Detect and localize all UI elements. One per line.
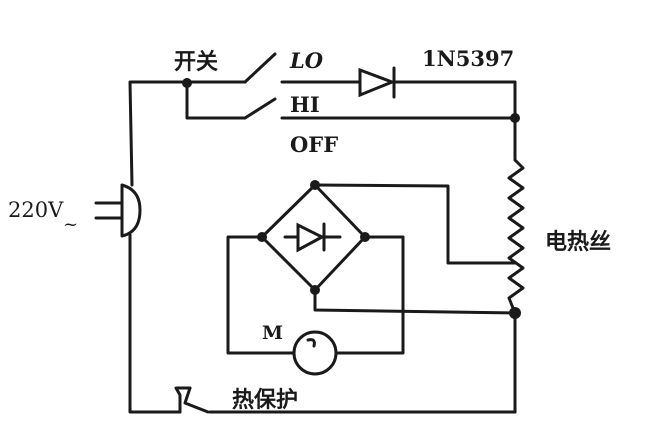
heater-resistor-icon bbox=[507, 158, 525, 315]
thermal-switch-icon bbox=[174, 386, 210, 414]
wire-bridge-bottom bbox=[313, 288, 517, 315]
diode-model-label: 1N5397 bbox=[422, 46, 515, 71]
switch-label: 开关 bbox=[174, 50, 219, 75]
voltage-label: 220V bbox=[8, 198, 64, 222]
junction-dot bbox=[509, 307, 521, 319]
wire-bridge-top bbox=[313, 183, 517, 265]
plug-icon bbox=[94, 183, 142, 238]
motor-label: M bbox=[262, 322, 284, 344]
switch-blade-hi bbox=[243, 97, 277, 120]
motor-icon bbox=[292, 330, 338, 376]
bridge-diode-icon bbox=[283, 222, 342, 253]
ac-symbol: ~ bbox=[63, 214, 79, 235]
thermal-protector-label: 热保护 bbox=[232, 388, 299, 413]
wire-left-bottom bbox=[128, 233, 182, 414]
junction-dot bbox=[510, 113, 520, 123]
heater-label: 电热丝 bbox=[545, 230, 612, 255]
wire-hi-branch bbox=[185, 81, 247, 120]
wire-left-top bbox=[128, 80, 247, 187]
switch-blade-lo bbox=[243, 52, 277, 84]
off-label: OFF bbox=[290, 132, 339, 157]
wire-motor-right bbox=[335, 235, 405, 355]
hi-label: HI bbox=[290, 92, 320, 117]
diode-icon bbox=[358, 66, 397, 99]
wire-motor-left bbox=[226, 235, 295, 355]
lo-label: LO bbox=[290, 48, 324, 73]
